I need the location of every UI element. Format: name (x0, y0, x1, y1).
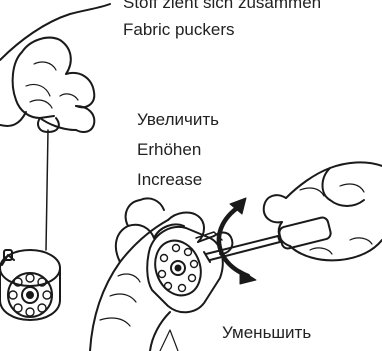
bobbin-case-left-icon (0, 250, 60, 320)
hand-holding-thread-icon (0, 4, 110, 132)
bobbin-case-center-icon (147, 227, 223, 312)
thread-line (46, 130, 48, 250)
hand-holding-screwdriver-icon (264, 162, 382, 260)
rotation-arrow-icon (219, 198, 256, 284)
hand-holding-bobbin-case-icon (90, 198, 232, 351)
